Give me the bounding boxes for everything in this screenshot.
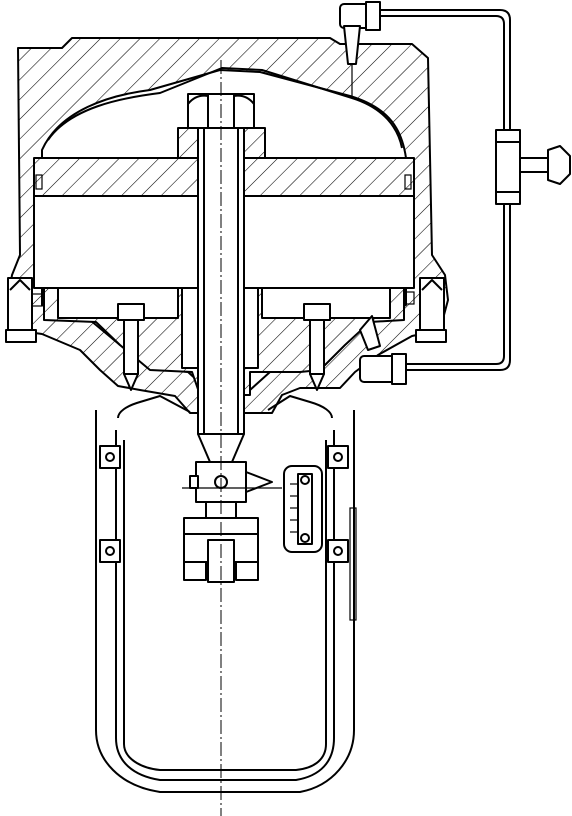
spherical-dome — [47, 67, 403, 149]
tank-body — [95, 395, 357, 793]
tool-holder — [182, 461, 282, 503]
right-pin — [303, 303, 331, 391]
shutoff-valve — [495, 129, 571, 205]
elbow-fitting-bottom — [359, 315, 407, 385]
mounting-bolts — [5, 277, 447, 343]
sight-gauge — [283, 465, 323, 553]
left-pin — [117, 303, 145, 391]
elbow-fitting-top — [339, 1, 381, 96]
